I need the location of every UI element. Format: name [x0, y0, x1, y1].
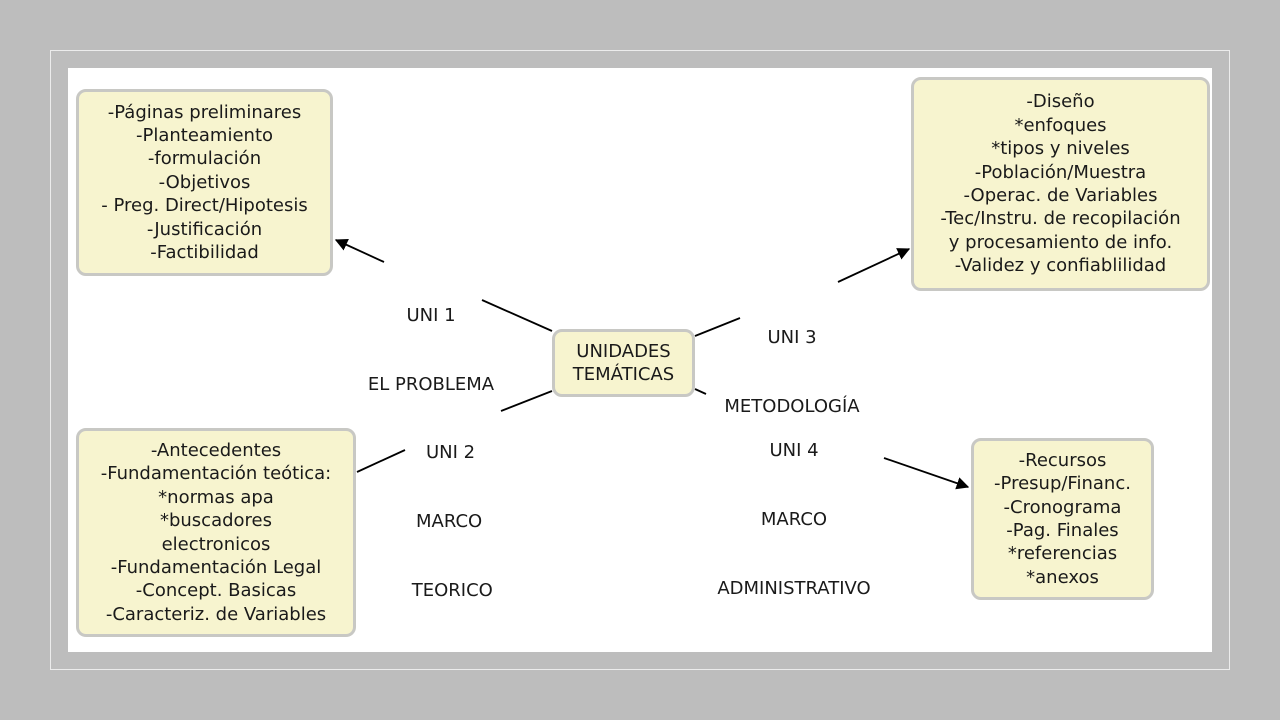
unit1-item: -Planteamiento: [135, 124, 274, 146]
unit4-item: *referencias: [1007, 543, 1118, 565]
unit4-item: -Recursos: [1018, 449, 1107, 471]
center-node-line: UNIDADES: [576, 340, 671, 362]
connector-uni3-arrow: [837, 248, 911, 283]
unit4-label-line: UNI 4: [769, 440, 819, 461]
unit4-label-line: ADMINISTRATIVO: [717, 578, 871, 599]
connector-uni1-arrow: [334, 238, 385, 263]
unit4-item: -Cronograma: [1003, 496, 1122, 518]
unit2-item: -Concept. Basicas: [135, 580, 297, 602]
unit3-label-line: UNI 3: [767, 327, 817, 348]
unit1-content-box: -Páginas preliminares -Planteamiento -fo…: [76, 89, 333, 276]
unit2-item: -Fundamentación teótica:: [100, 463, 332, 485]
unit2-item: -Antecedentes: [150, 439, 282, 461]
connector-uni4-arrow: [883, 457, 970, 490]
unit3-item: *tipos y niveles: [991, 138, 1130, 160]
unit3-item: *enfoques: [1014, 114, 1107, 136]
unit4-item: -Pag. Finales: [1006, 520, 1119, 541]
unit3-item: -Población/Muestra: [974, 161, 1147, 183]
unit2-label-line: TEORICO: [406, 580, 493, 601]
unit4-item: *anexos: [1026, 566, 1099, 588]
unit4-item: -Presup/Financ.: [994, 473, 1131, 495]
center-node: UNIDADES TEMÁTICAS: [552, 329, 695, 397]
unit1-item: -formulación: [147, 148, 262, 170]
unit3-item: -Tec/Instru. de recopilación: [940, 208, 1181, 230]
unit3-content-box: -Diseño *enfoques *tipos y niveles -Pobl…: [911, 77, 1210, 291]
connector-uni2-inner: [500, 390, 553, 412]
unit1-item: -Páginas preliminares: [107, 101, 302, 123]
unit2-label: UNI 2 MARCO TEORICO: [398, 395, 510, 625]
unit2-item: *buscadores: [159, 510, 273, 532]
connector-uni4-inner: [694, 388, 707, 395]
unit2-label-line: MARCO: [416, 511, 483, 532]
unit2-item: electronicos: [161, 533, 271, 555]
unit1-label-line: EL PROBLEMA: [367, 374, 495, 395]
unit2-item: *normas apa: [158, 486, 274, 508]
unit4-label: UNI 4 MARCO ADMINISTRATIVO: [703, 393, 885, 623]
unit3-label-line: METODOLOGÍA: [724, 396, 860, 417]
unit1-item: - Preg. Direct/Hipotesis: [101, 195, 308, 217]
unit2-content-box: -Antecedentes -Fundamentación teótica: *…: [76, 428, 356, 637]
unit2-item: -Caracteriz. de Variables: [105, 603, 327, 625]
unit3-item: -Diseño: [1026, 91, 1095, 113]
connector-uni3-inner: [694, 317, 741, 337]
unit3-item: y procesamiento de info.: [948, 231, 1173, 253]
unit4-content-box: -Recursos -Presup/Financ. -Cronograma -P…: [971, 438, 1154, 600]
connector-uni1-inner: [481, 299, 553, 332]
unit3-item: -Operac. de Variables: [963, 185, 1158, 206]
unit4-label-line: MARCO: [760, 509, 828, 530]
unit1-item: -Factibilidad: [150, 242, 259, 264]
unit3-label: UNI 3 METODOLOGÍA: [714, 280, 870, 441]
unit2-label-line: UNI 2: [426, 442, 476, 463]
unit1-label: UNI 1 EL PROBLEMA: [360, 258, 502, 419]
unit1-item: -Justificación: [146, 218, 263, 240]
unit1-item: -Objetivos: [158, 171, 251, 193]
unit2-item: -Fundamentación Legal: [110, 556, 322, 578]
center-node-line: TEMÁTICAS: [572, 364, 675, 385]
connector-uni2-outer: [356, 449, 406, 473]
unit3-item: -Validez y confiablilidad: [954, 255, 1167, 277]
unit1-label-line: UNI 1: [406, 305, 456, 326]
slide-frame: [50, 50, 1230, 670]
